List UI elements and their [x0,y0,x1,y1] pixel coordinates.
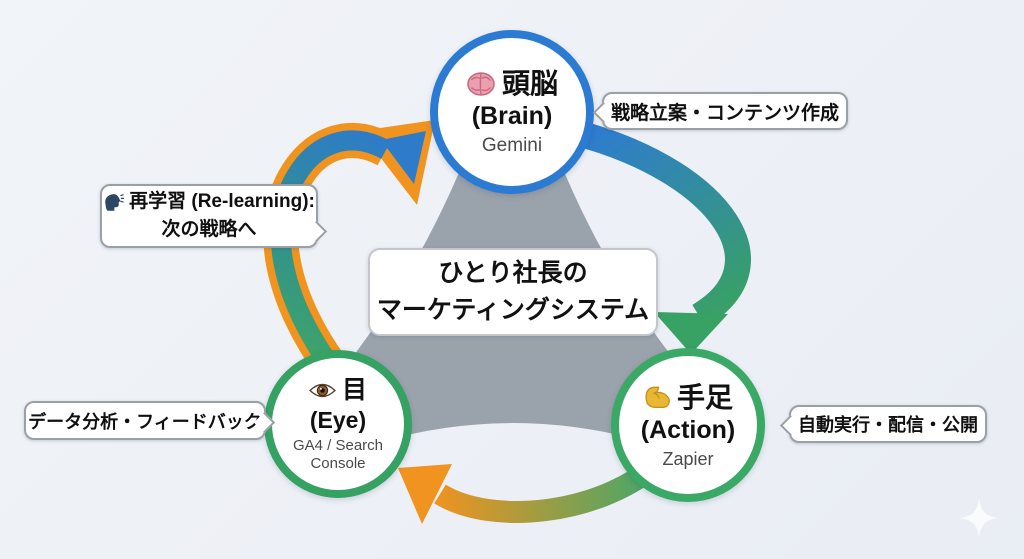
node-eye-subtitle: (Eye) [309,407,367,434]
label-data-analysis-text: データ分析・フィードバック [28,411,262,432]
node-action-label: 手足 [676,381,733,413]
node-eye: 目 (Eye) GA4 / Search Console [264,350,412,498]
node-eye-title: 目 [308,375,367,406]
label-strategy: 戦略立案・コンテンツ作成 [592,92,848,130]
label-relearning-line2: 次の戦略へ [161,219,257,240]
node-action: 手足 (Action) Zapier [611,348,765,502]
brain-icon [467,71,495,96]
speaking-head-icon [105,194,125,211]
center-title-box: ひとり社長の マーケティングシステム [368,248,658,336]
eye-icon [308,383,336,398]
center-title-line1: ひとり社長の [438,258,588,287]
node-eye-label: 目 [341,376,367,404]
node-brain: 頭脳 (Brain) Gemini [430,30,594,194]
node-eye-tool: GA4 / Search Console [292,437,384,472]
node-action-subtitle: (Action) [640,415,736,444]
label-strategy-text: 戦略立案・コンテンツ作成 [610,102,839,124]
node-brain-label: 頭脳 [501,68,558,99]
label-relearning-line1: 再学習 (Re-learning): [103,188,315,216]
label-auto-execution: 自動実行・配信・公開 [779,405,987,443]
sparkle-icon [959,498,999,538]
center-title-line2: マーケティングシステム [376,296,650,324]
label-relearning: 再学習 (Re-learning): 次の戦略へ [100,184,328,248]
arrow-action-to-eye [398,459,659,524]
arrow-brain-to-action [584,123,751,354]
muscle-icon [645,386,670,409]
label-data-analysis: データ分析・フィードバック [24,401,276,440]
node-action-title: 手足 [643,380,733,415]
node-brain-tool: Gemini [481,135,543,157]
node-brain-subtitle: (Brain) [471,102,553,130]
label-auto-execution-text: 自動実行・配信・公開 [798,415,978,435]
node-brain-title: 頭脳 [466,66,558,101]
node-action-tool: Zapier [662,448,714,469]
